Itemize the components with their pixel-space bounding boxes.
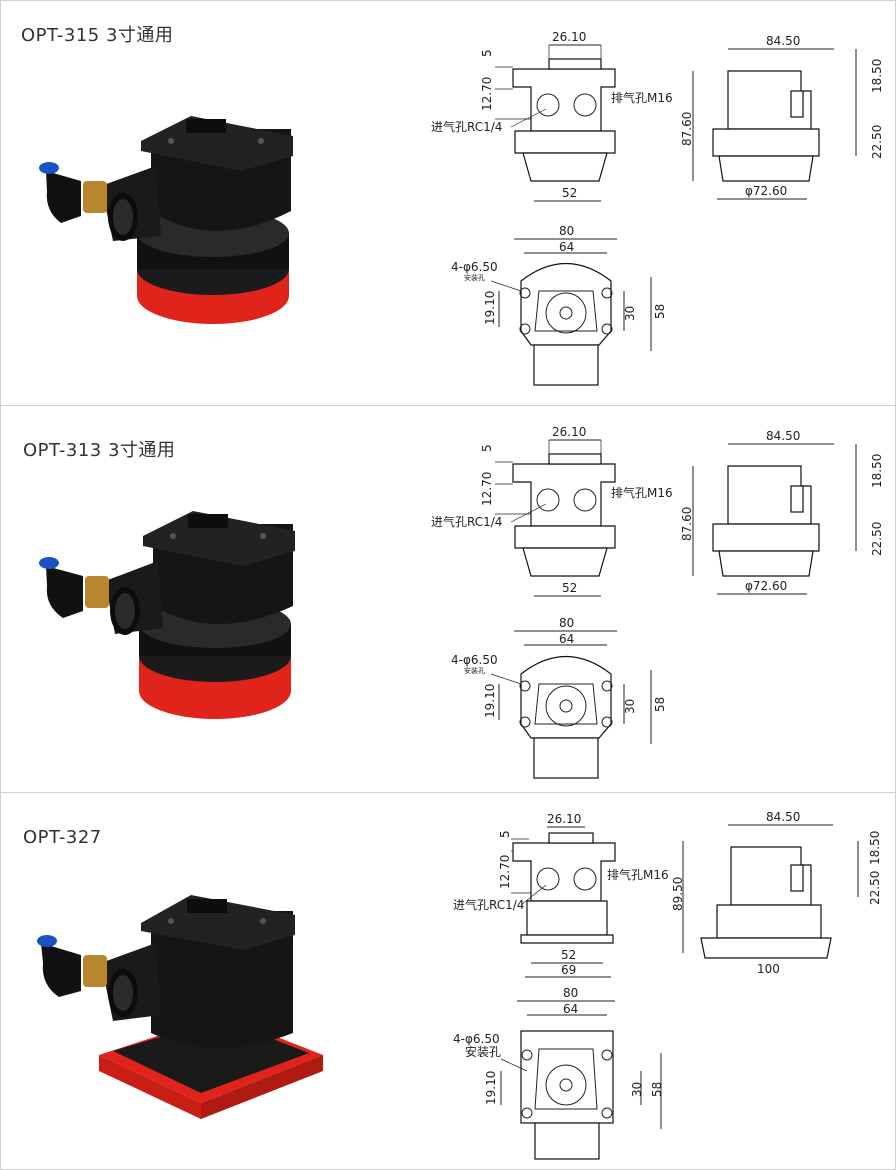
svg-text:19.10: 19.10 [484,1071,498,1105]
svg-text:52: 52 [561,948,576,962]
brass-fitting [83,181,107,213]
product-drawing: 26.10 5 12.70 排气孔M16 进气孔RC1/4 52 69 [37,810,882,1160]
air-inlet-cap [39,557,59,569]
product-title: OPT-313 3寸通用 [23,440,176,461]
svg-text:φ72.60: φ72.60 [745,579,787,593]
svg-text:26.10: 26.10 [547,812,581,826]
front-view-drawing: 26.10 5 12.70 排气孔M16 进气孔RC1/4 52 69 [453,812,669,978]
svg-text:100: 100 [757,962,780,976]
svg-text:87.60: 87.60 [680,112,694,146]
svg-text:4-φ6.50: 4-φ6.50 [451,260,498,274]
product-photo [39,511,295,719]
svg-text:30: 30 [623,306,637,321]
svg-text:80: 80 [563,986,578,1000]
svg-text:进气孔RC1/4: 进气孔RC1/4 [431,514,502,529]
svg-text:φ72.60: φ72.60 [745,184,787,198]
front-view-drawing: 26.10 5 12.70 排气孔M16 进气孔RC1/4 52 [431,30,673,202]
product-drawing: 26.10 5 12.70 排气孔M16 进气孔RC1/4 52 [39,30,884,386]
front-view-drawing: 26.10 5 12.70 排气孔M16 进气孔RC1/4 52 [431,425,673,597]
bottom-view-drawing: 80 64 4-φ6.50 安装孔 19.10 30 58 [451,224,667,386]
brass-fitting [85,576,109,608]
product-panel-opt-327: OPT-327 26.10 5 [1,793,895,1169]
air-inlet-cap [39,162,59,174]
air-inlet-cap [37,935,57,947]
product-title: OPT-315 3寸通用 [21,25,174,46]
svg-text:安装孔: 安装孔 [465,1044,501,1059]
svg-text:18.50: 18.50 [868,831,882,865]
svg-text:5: 5 [480,444,494,452]
svg-text:69: 69 [561,963,576,977]
svg-text:18.50: 18.50 [870,59,884,93]
svg-text:5: 5 [480,49,494,57]
svg-text:排气孔M16: 排气孔M16 [611,485,673,500]
svg-text:5: 5 [498,830,512,838]
product-panel-opt-315: OPT-315 3寸通用 [1,1,895,406]
product-title: OPT-327 [23,827,102,848]
svg-text:89.50: 89.50 [671,877,685,911]
svg-text:52: 52 [562,581,577,595]
svg-text:排气孔M16: 排气孔M16 [611,90,673,105]
svg-text:安装孔: 安装孔 [464,666,485,675]
svg-text:84.50: 84.50 [766,34,800,48]
svg-text:4-φ6.50: 4-φ6.50 [451,653,498,667]
svg-text:进气孔RC1/4: 进气孔RC1/4 [453,897,524,912]
side-view-drawing: 84.50 87.60 18.50 22.50 φ72.60 [680,34,884,200]
svg-text:排气孔M16: 排气孔M16 [607,867,669,882]
svg-text:22.50: 22.50 [868,871,882,905]
product-drawing: 26.10 5 12.70 排气孔M16 进气孔RC1/4 52 84.50 [39,425,884,779]
svg-text:19.10: 19.10 [483,684,497,718]
svg-text:58: 58 [653,304,667,319]
svg-text:进气孔RC1/4: 进气孔RC1/4 [431,119,502,134]
svg-text:19.10: 19.10 [483,291,497,325]
svg-text:84.50: 84.50 [766,810,800,824]
product-panel-opt-313: OPT-313 3寸通用 26.10 [1,406,895,793]
product-photo [37,895,323,1119]
svg-text:12.70: 12.70 [480,77,494,111]
svg-text:12.70: 12.70 [480,472,494,506]
svg-text:84.50: 84.50 [766,429,800,443]
svg-text:87.60: 87.60 [680,507,694,541]
bottom-view-drawing: 80 64 4-φ6.50 安装孔 19.10 30 58 [453,986,664,1160]
svg-text:80: 80 [559,224,574,238]
svg-text:安装孔: 安装孔 [464,273,485,282]
side-view-drawing: 84.50 87.60 18.50 22.50 φ72.60 [680,429,884,595]
svg-text:30: 30 [630,1082,644,1097]
brass-fitting [83,955,107,987]
svg-text:26.10: 26.10 [552,425,586,439]
svg-text:4-φ6.50: 4-φ6.50 [453,1032,500,1046]
side-view-drawing: 84.50 89.50 18.50 22.50 100 [671,810,882,976]
svg-text:64: 64 [559,240,574,254]
svg-text:26.10: 26.10 [552,30,586,44]
svg-text:52: 52 [562,186,577,200]
svg-text:64: 64 [559,632,574,646]
svg-text:80: 80 [559,616,574,630]
svg-text:64: 64 [563,1002,578,1016]
svg-text:58: 58 [650,1082,664,1097]
bottom-view-drawing: 80 64 4-φ6.50 安装孔 19.10 30 58 [451,616,667,779]
svg-text:12.70: 12.70 [498,855,512,889]
svg-text:22.50: 22.50 [870,125,884,159]
svg-text:58: 58 [653,697,667,712]
product-photo [39,116,293,324]
svg-text:22.50: 22.50 [870,522,884,556]
svg-text:18.50: 18.50 [870,454,884,488]
svg-text:30: 30 [623,699,637,714]
